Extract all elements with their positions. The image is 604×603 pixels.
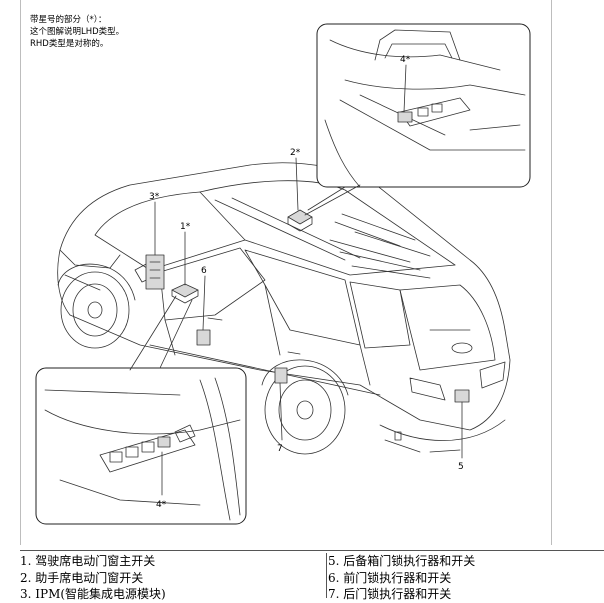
inset-driver-door bbox=[35, 295, 247, 525]
wheels bbox=[57, 263, 349, 455]
legend-column-left: 1. 驾驶席电动门窗主开关 2. 助手席电动门窗开关 3. IPM(智能集成电源… bbox=[20, 553, 327, 601]
callout-4-driver: 4* bbox=[156, 500, 167, 510]
component-driver-switch bbox=[171, 283, 199, 304]
legend-item-5: 5. 后备箱门锁执行器和开关 bbox=[328, 554, 476, 568]
legend-item-3: 3. IPM(智能集成电源模块) bbox=[20, 587, 166, 601]
callout-leaders bbox=[154, 64, 463, 496]
vehicle-diagram: 3* 1* 2* 4* 4* 6 7 5 bbox=[35, 23, 531, 525]
callout-7: 7 bbox=[277, 444, 283, 454]
component-tailgate-lock bbox=[454, 389, 470, 403]
callout-2: 2* bbox=[290, 148, 301, 158]
note-line-2: 这个图解说明LHD类型。 bbox=[30, 27, 125, 37]
note-line-3: RHD类型是对称的。 bbox=[30, 39, 109, 49]
callout-3: 3* bbox=[149, 192, 160, 202]
component-ipm bbox=[145, 254, 165, 290]
diagram-frame bbox=[20, 0, 552, 545]
callout-5: 5 bbox=[458, 462, 464, 472]
inset-passenger-door bbox=[304, 23, 531, 216]
note-line-1: 带星号的部分（*）： bbox=[30, 15, 107, 25]
component-rear-door-lock bbox=[274, 367, 288, 384]
legend-item-7: 7. 后门锁执行器和开关 bbox=[328, 587, 452, 601]
lhd-note: 带星号的部分（*）： 这个图解说明LHD类型。 RHD类型是对称的。 bbox=[30, 14, 124, 50]
callout-1: 1* bbox=[180, 222, 191, 232]
legend-item-6: 6. 前门锁执行器和开关 bbox=[328, 570, 452, 585]
legend-column-right: 5. 后备箱门锁执行器和开关 6. 前门锁执行器和开关 7. 后门锁执行器和开关 bbox=[328, 553, 475, 603]
callout-6: 6 bbox=[201, 266, 207, 276]
component-front-door-lock bbox=[196, 329, 211, 346]
callout-4-inset: 4* bbox=[400, 55, 411, 65]
vehicle-outline bbox=[57, 162, 511, 453]
parts-legend: 1. 驾驶席电动门窗主开关 2. 助手席电动门窗开关 3. IPM(智能集成电源… bbox=[20, 550, 604, 601]
legend-item-1: 1. 驾驶席电动门窗主开关 bbox=[20, 554, 156, 568]
component-passenger-switch bbox=[287, 209, 313, 232]
legend-item-2: 2. 助手席电动门窗开关 bbox=[20, 570, 144, 585]
